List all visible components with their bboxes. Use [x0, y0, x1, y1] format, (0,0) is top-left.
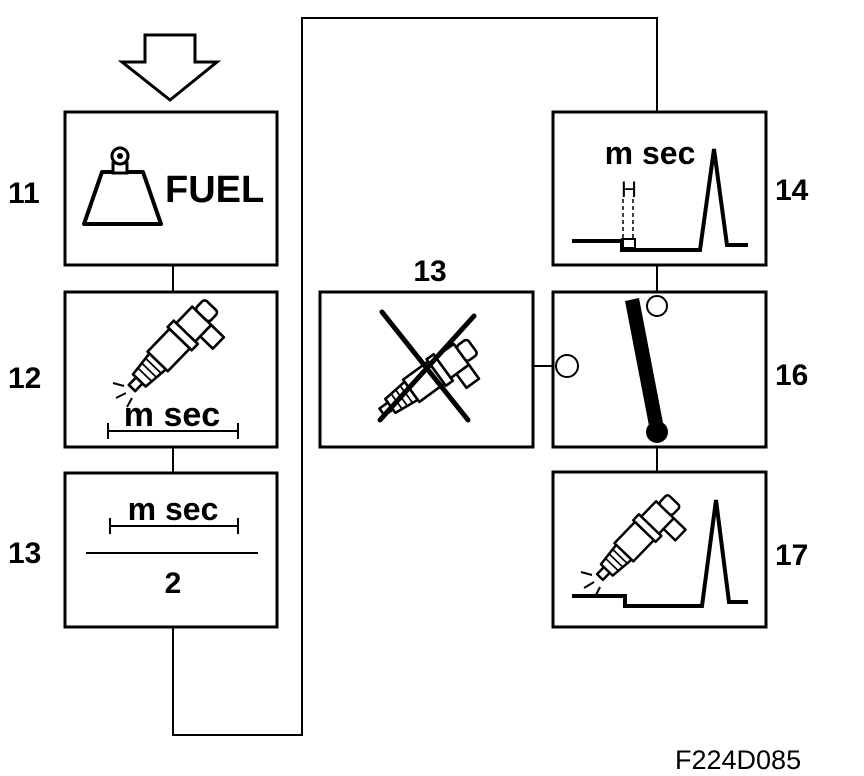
- panel-17-number: 17: [775, 539, 808, 572]
- time-bracket: [107, 423, 239, 439]
- spray-line: [583, 581, 595, 589]
- panel-13-disabled: [318, 290, 535, 449]
- weight-ring-hole: [117, 153, 123, 159]
- figure-id: F224D085: [675, 745, 801, 775]
- panel-12: m sec: [63, 290, 279, 449]
- time-bracket: [109, 518, 239, 534]
- spray-line: [115, 392, 127, 399]
- panel-11-number: 11: [8, 177, 40, 210]
- panel-13-fraction: m sec 2: [63, 471, 279, 629]
- switch-side-terminal: [555, 354, 579, 378]
- fraction-numerator: m sec: [128, 491, 219, 527]
- fuel-label: FUEL: [165, 169, 264, 211]
- panel-14: m sec H: [551, 110, 768, 267]
- panel-17: [551, 470, 768, 629]
- panel-14-number: 14: [775, 174, 809, 207]
- connector-13-14-loop: [172, 17, 658, 736]
- fraction-denominator: 2: [165, 567, 182, 600]
- spray-line: [126, 397, 133, 408]
- injection-pulse-icon: [572, 499, 748, 608]
- down-arrow-icon: [117, 33, 222, 102]
- pulse-time-label: m sec: [124, 396, 220, 434]
- panel-11: FUEL: [63, 110, 279, 267]
- weight-icon: [82, 146, 163, 226]
- marker-label: H: [621, 177, 637, 202]
- panel-13-disabled-number: 13: [413, 255, 446, 288]
- spray-line: [580, 571, 593, 576]
- switch-icon: [625, 298, 664, 431]
- spray-line: [112, 382, 125, 387]
- cross-stroke: [377, 313, 477, 423]
- switch-top-terminal: [646, 295, 668, 317]
- weight-body: [82, 170, 163, 226]
- pulse-time-label: m sec: [605, 135, 696, 171]
- injection-pulse-icon: [572, 148, 748, 252]
- cross-stroke: [379, 309, 471, 423]
- panel-16: [551, 290, 768, 449]
- panel-13-fraction-frame: [63, 471, 279, 629]
- panel-12-number: 12: [8, 362, 41, 395]
- spray-icon: [112, 382, 133, 408]
- switch-bottom-terminal: [646, 421, 668, 443]
- panel-16-number: 16: [775, 359, 808, 392]
- panel-13-fraction-number: 13: [8, 537, 41, 570]
